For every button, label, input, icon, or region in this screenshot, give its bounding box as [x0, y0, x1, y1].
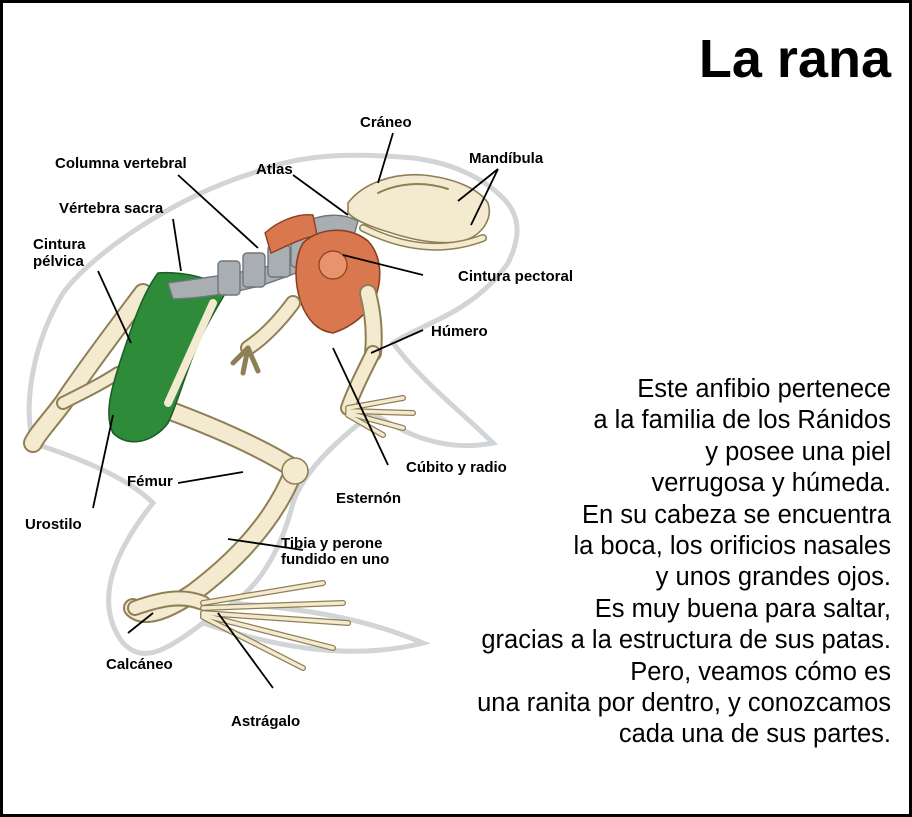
- description-line: Es muy buena para saltar,: [331, 594, 891, 625]
- label-urostilo: Urostilo: [25, 516, 82, 533]
- label-atlas: Atlas: [256, 161, 293, 178]
- label-craneo: Cráneo: [360, 114, 412, 131]
- description-line: En su cabeza se encuentra: [331, 500, 891, 531]
- label-mandibula: Mandíbula: [469, 150, 544, 167]
- description-line: y unos grandes ojos.: [331, 562, 891, 593]
- label-astragalo: Astrágalo: [231, 713, 300, 730]
- label-humero: Húmero: [431, 323, 488, 340]
- description-line: gracias a la estructura de sus patas.: [331, 625, 891, 656]
- label-cintura-pelvica-2: pélvica: [33, 253, 85, 270]
- description-line: a la familia de los Ránidos: [331, 405, 891, 436]
- label-columna-vertebral: Columna vertebral: [55, 155, 187, 172]
- label-cintura-pectoral: Cintura pectoral: [458, 268, 573, 285]
- label-vertebra-sacra: Vértebra sacra: [59, 200, 164, 217]
- description-line: Pero, veamos cómo es: [331, 657, 891, 688]
- page-title: La rana: [699, 29, 891, 89]
- label-calcaneo: Calcáneo: [106, 656, 173, 673]
- description-line: cada una de sus partes.: [331, 719, 891, 750]
- description-line: una ranita por dentro, y conozcamos: [331, 688, 891, 719]
- description-line: la boca, los orificios nasales: [331, 531, 891, 562]
- label-cintura-pelvica-1: Cintura: [33, 236, 86, 253]
- description-line: y posee una piel: [331, 437, 891, 468]
- label-femur: Fémur: [127, 473, 173, 490]
- description-line: verrugosa y húmeda.: [331, 468, 891, 499]
- description-line: Este anfibio pertenece: [331, 374, 891, 405]
- description-paragraph: Este anfibio pertenece a la familia de l…: [331, 374, 891, 751]
- knee-joint: [282, 458, 308, 484]
